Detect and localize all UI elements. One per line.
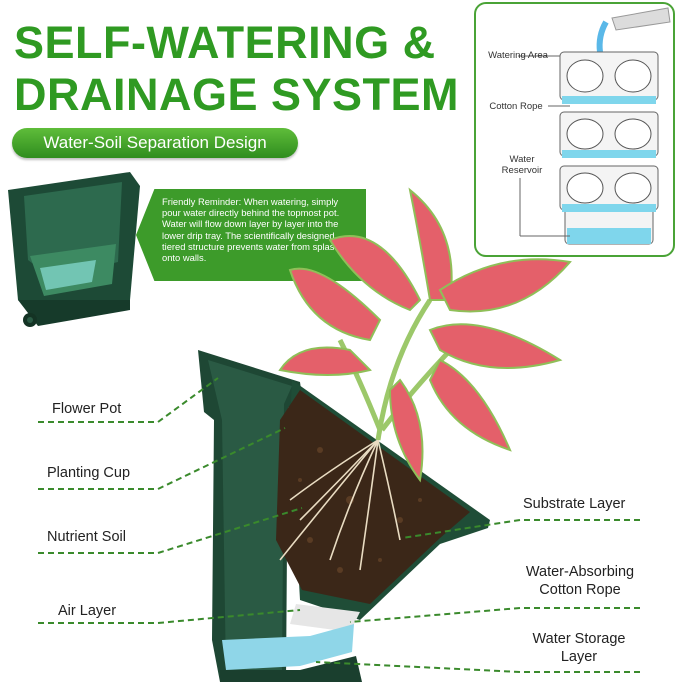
- inset-label-watering-area: Watering Area: [488, 50, 548, 61]
- label-water-storage-layer: Water Storage Layer: [532, 631, 626, 665]
- label-air-layer: Air Layer: [58, 603, 117, 619]
- headline-line-1: SELF-WATERING &: [14, 17, 436, 68]
- label-nutrient-soil: Nutrient Soil: [47, 529, 126, 545]
- water-soil-separation-badge: Water-Soil Separation Design: [12, 128, 298, 158]
- label-flower-pot: Flower Pot: [52, 401, 122, 417]
- inset-label-cotton-rope: Cotton Rope: [489, 101, 543, 112]
- label-cotton-rope: Water-Absorbing Cotton Rope: [525, 564, 635, 598]
- label-substrate-layer: Substrate Layer: [523, 496, 626, 512]
- label-planting-cup: Planting Cup: [47, 465, 131, 481]
- stacked-planter-diagram-panel: [474, 2, 675, 257]
- friendly-reminder-callout: Friendly Reminder: When watering, simply…: [136, 189, 366, 281]
- inset-label-water-reservoir: Water Reservoir: [501, 154, 543, 176]
- headline-line-2: DRAINAGE SYSTEM: [14, 69, 460, 120]
